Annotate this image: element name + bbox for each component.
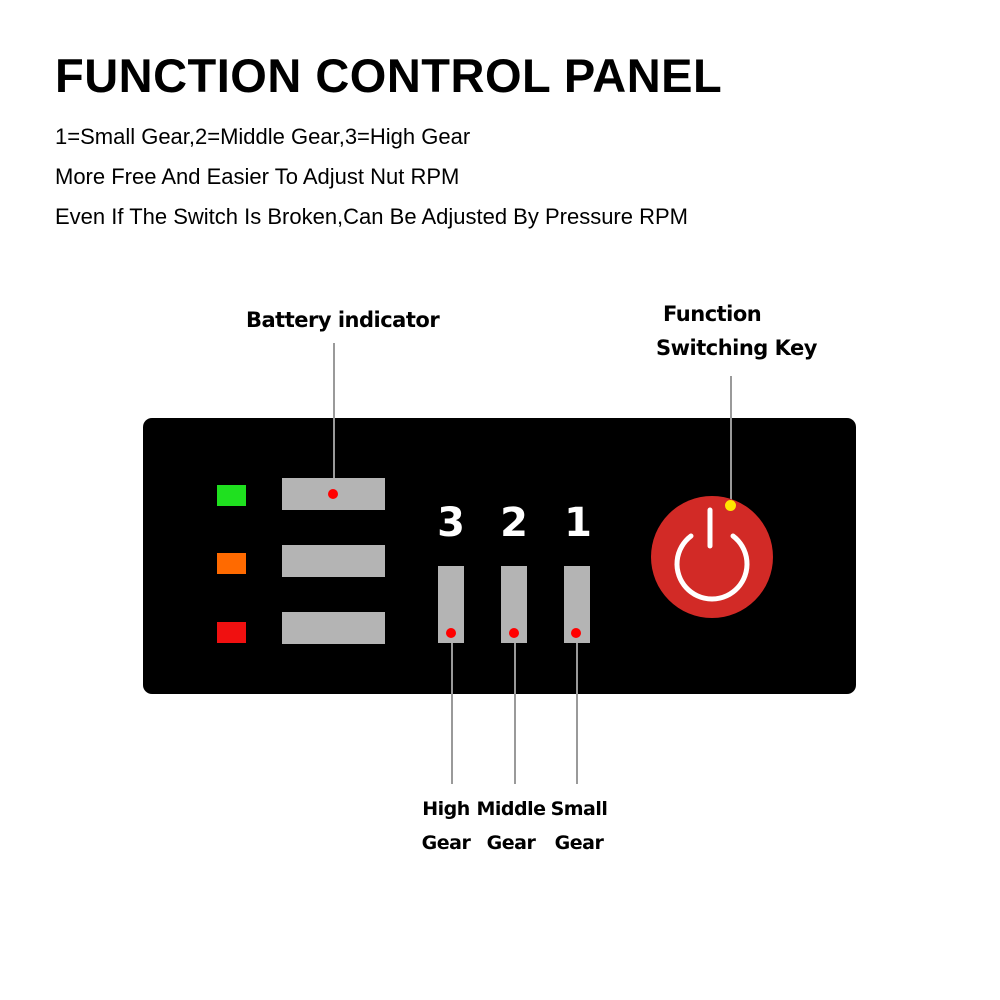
description-line-1: 1=Small Gear,2=Middle Gear,3=High Gear: [55, 124, 471, 149]
power-icon: [674, 507, 750, 602]
function-switching-key[interactable]: [651, 496, 773, 618]
function-key-leader-line: [730, 376, 732, 506]
high-gear-label-line1: High: [422, 798, 470, 820]
gear-number-1: 1: [564, 500, 592, 546]
gear-dot-middle: [509, 628, 519, 638]
battery-leader-line: [333, 343, 335, 493]
small-gear-label-line1: Small: [550, 798, 608, 820]
small-gear-label: Small Gear: [551, 792, 608, 860]
description-line-2: More Free And Easier To Adjust Nut RPM: [55, 164, 460, 189]
battery-led-green: [217, 485, 246, 506]
high-gear-label: High Gear: [422, 792, 471, 860]
small-gear-leader-line: [576, 632, 578, 784]
function-key-label-line1: Function: [663, 302, 762, 326]
gear-number-2: 2: [500, 500, 528, 546]
middle-gear-label-line2: Gear: [486, 832, 536, 854]
high-gear-leader-line: [451, 632, 453, 784]
gear-number-3: 3: [437, 500, 465, 546]
gear-dot-high: [446, 628, 456, 638]
battery-indicator-label: Battery indicator: [246, 308, 440, 332]
middle-gear-leader-line: [514, 632, 516, 784]
description-line-3: Even If The Switch Is Broken,Can Be Adju…: [55, 204, 688, 229]
page-title: FUNCTION CONTROL PANEL: [55, 49, 723, 102]
battery-led-orange: [217, 553, 246, 574]
middle-gear-label: Middle Gear: [476, 792, 546, 860]
function-key-label-line2: Switching Key: [656, 336, 818, 360]
battery-indicator-dot: [328, 489, 338, 499]
function-key-indicator-dot: [725, 500, 736, 511]
battery-level-bar-low: [282, 612, 385, 644]
battery-level-bar-mid: [282, 545, 385, 577]
small-gear-label-line2: Gear: [554, 832, 604, 854]
high-gear-label-line2: Gear: [421, 832, 471, 854]
middle-gear-label-line1: Middle: [476, 798, 546, 820]
battery-led-red: [217, 622, 246, 643]
gear-dot-small: [571, 628, 581, 638]
